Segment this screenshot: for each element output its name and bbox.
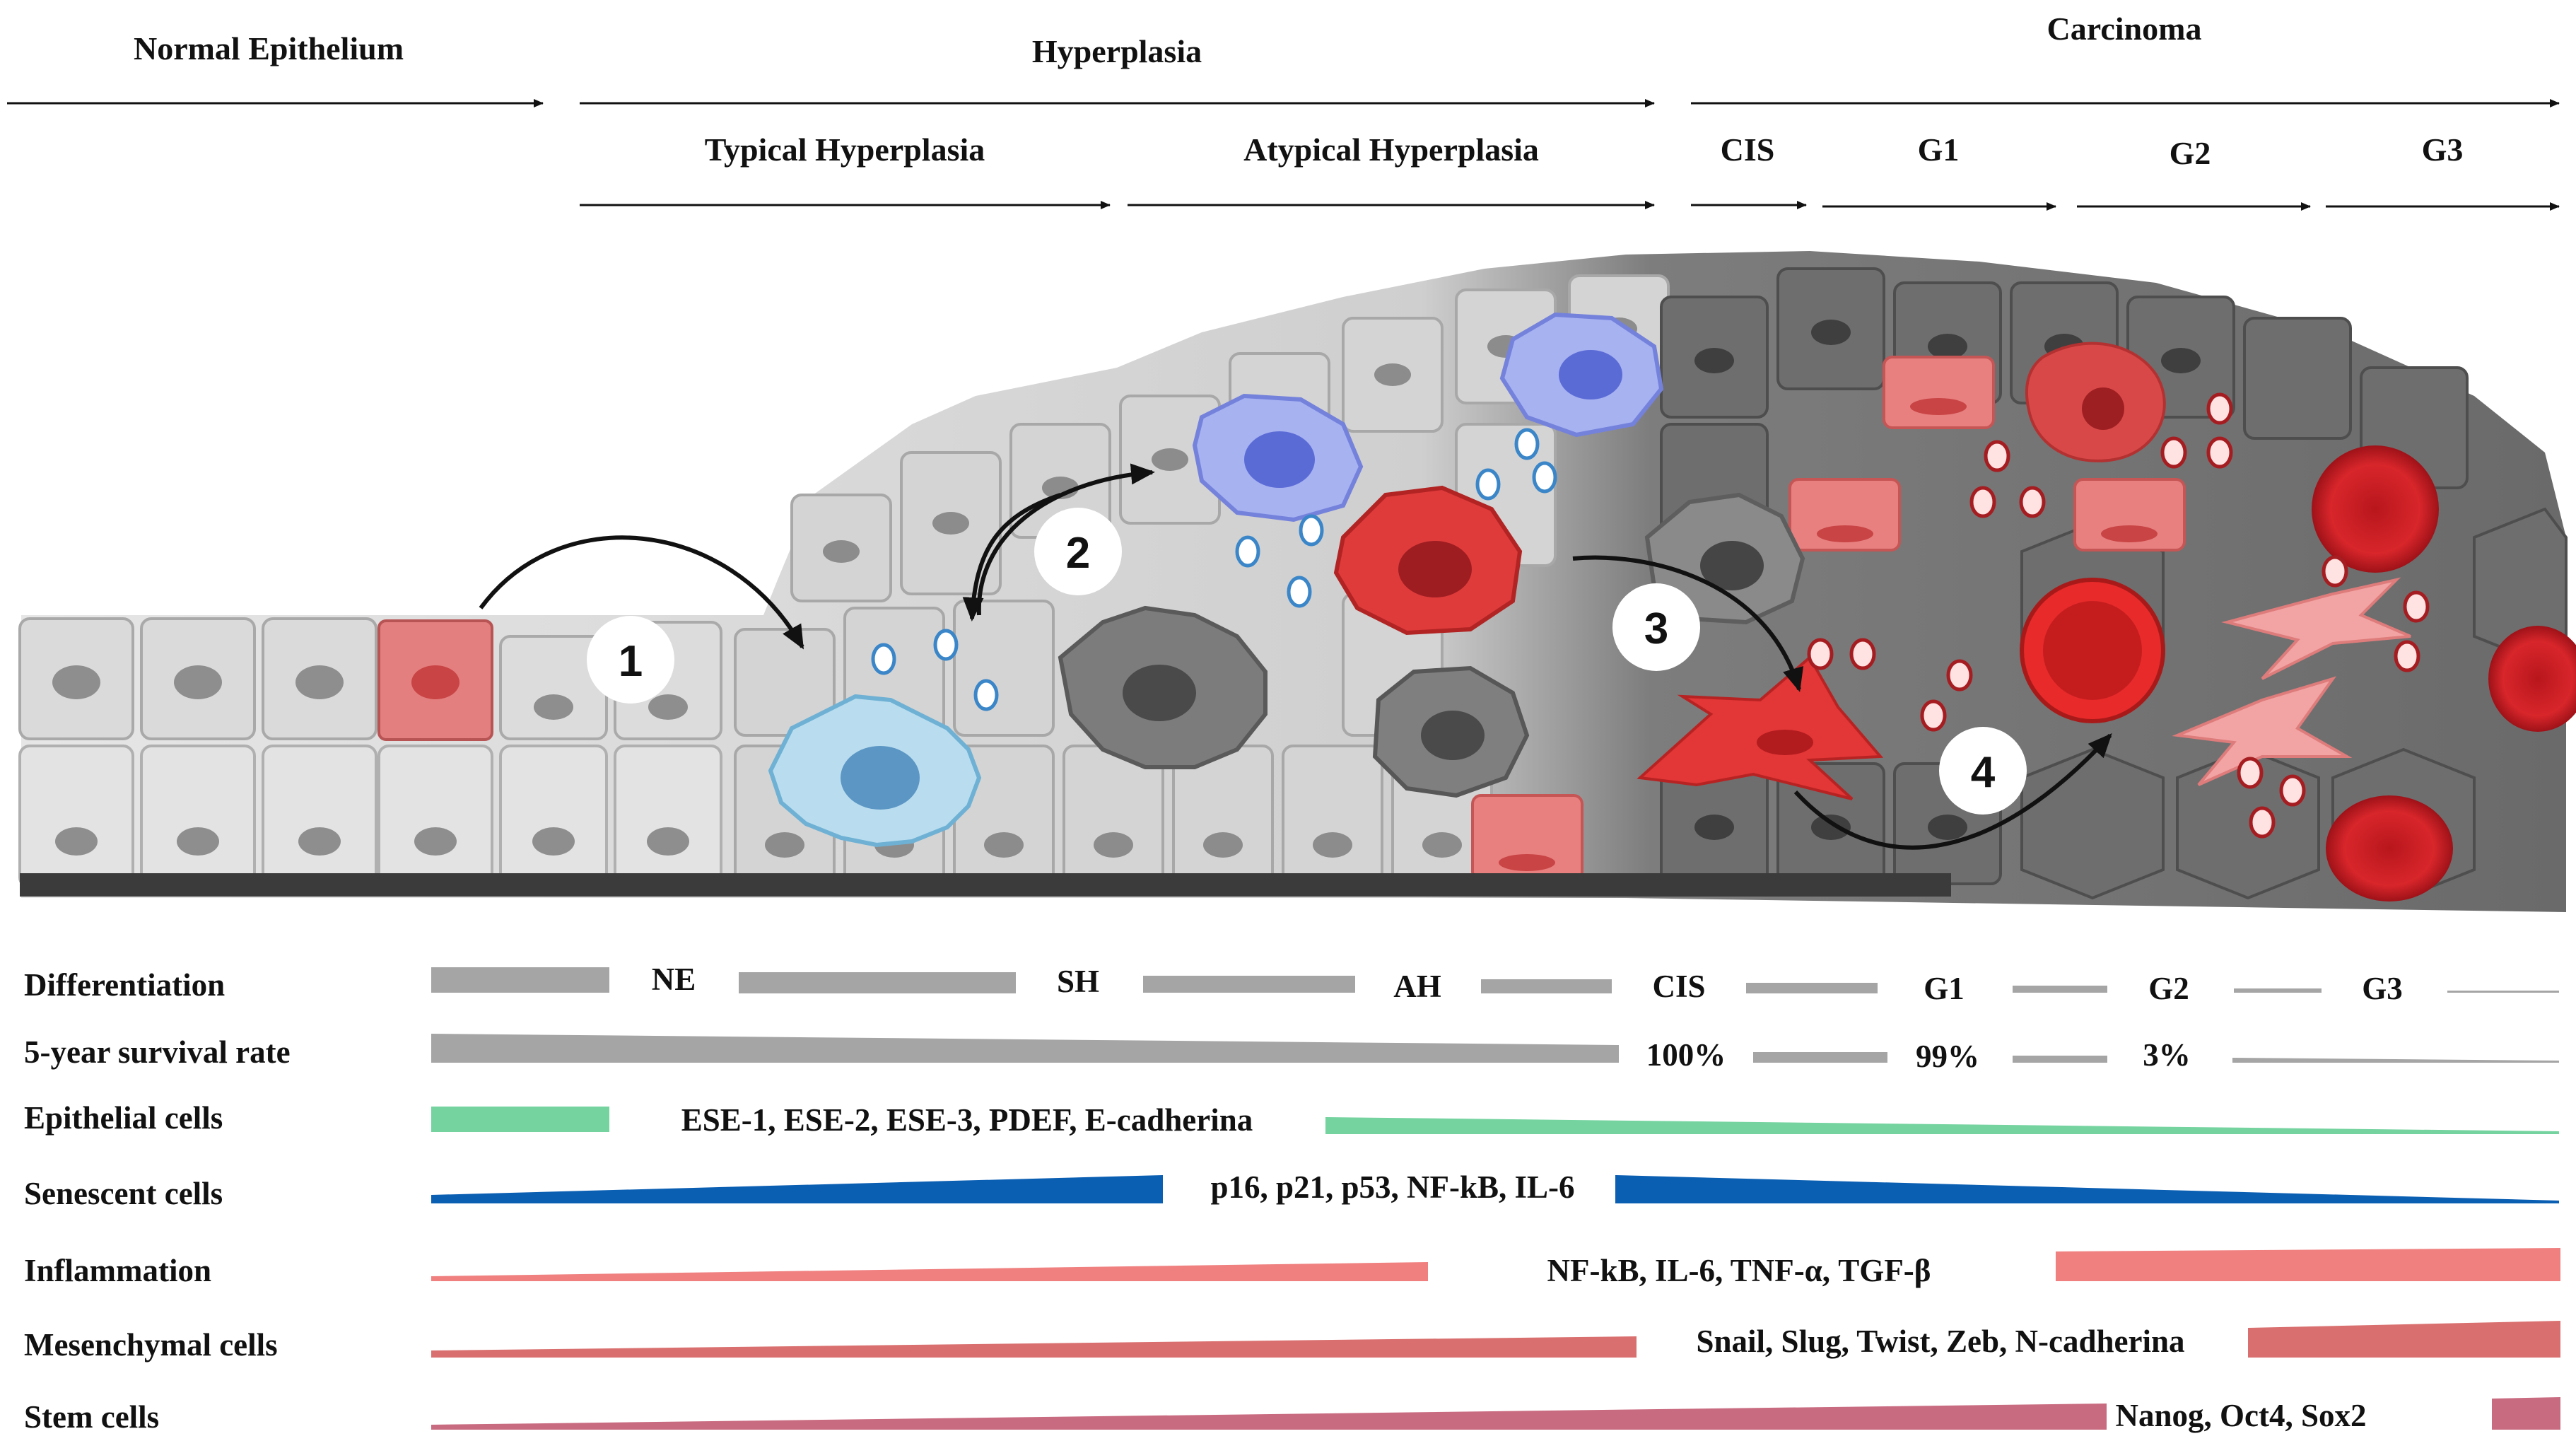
- stage-header: Normal Epithelium Hyperplasia Carcinoma …: [7, 11, 2560, 211]
- step-2-arrow: [976, 463, 1155, 616]
- diff-mark-ne: NE: [652, 962, 696, 997]
- inflammation-markers: NF-kB, IL-6, TNF-α, TGF-β: [1547, 1253, 1931, 1288]
- survival-mark-100: 100%: [1646, 1037, 1726, 1073]
- step-4-arrow: [1793, 733, 2112, 850]
- step-badge-3: 3: [1612, 583, 1700, 671]
- step-badge-2: 2: [1034, 508, 1122, 595]
- diff-mark-cis: CIS: [1652, 969, 1705, 1004]
- hyperplasia-nuclei: [765, 317, 1637, 858]
- row-label-inflammation: Inflammation: [24, 1253, 211, 1288]
- diff-mark-sh: SH: [1057, 964, 1099, 999]
- diff-mark-g3: G3: [2362, 971, 2403, 1006]
- row-label-mesenchymal: Mesenchymal cells: [24, 1327, 278, 1362]
- mesenchymal-markers: Snail, Slug, Twist, Zeb, N-cadherina: [1697, 1324, 2185, 1359]
- step-badge-4: 4: [1939, 727, 2027, 815]
- step-number-2: 2: [1066, 529, 1090, 578]
- basement-membrane: [20, 873, 1951, 897]
- row-inflammation: Inflammation NF-kB, IL-6, TNF-α, TGF-β: [24, 1248, 2560, 1288]
- invasive-mesenchymal-cell: [1637, 655, 1884, 800]
- row-label-survival: 5-year survival rate: [24, 1034, 291, 1070]
- carcinoma-nuclei: [1694, 320, 2201, 840]
- malignant-cells: [1471, 342, 2576, 901]
- stage-normal-epithelium: Normal Epithelium: [134, 30, 404, 66]
- survival-mark-99: 99%: [1916, 1039, 1979, 1074]
- step-number-3: 3: [1644, 605, 1668, 653]
- row-survival-rate: 5-year survival rate 100% 99% 3%: [24, 1034, 2559, 1074]
- row-mesenchymal-cells: Mesenchymal cells Snail, Slug, Twist, Ze…: [24, 1321, 2560, 1362]
- carcinoma-vesicles: [1807, 392, 2430, 839]
- step-badge-1: 1: [587, 616, 674, 704]
- step-3-arrow: [1572, 555, 1804, 692]
- immune-cells: [768, 312, 1805, 848]
- step-2-arrow-back: [962, 493, 1061, 622]
- step-number-4: 4: [1971, 748, 1996, 797]
- stage-typical-hyperplasia: Typical Hyperplasia: [705, 132, 985, 168]
- row-epithelial-cells: Epithelial cells ESE-1, ESE-2, ESE-3, PD…: [24, 1100, 2559, 1138]
- row-label-differentiation: Differentiation: [24, 967, 225, 1003]
- step-number-1: 1: [619, 637, 643, 686]
- survival-mark-3: 3%: [2143, 1037, 2191, 1073]
- row-stem-cells: Stem cells Nanog, Oct4, Sox2: [24, 1397, 2560, 1435]
- diff-mark-g1: G1: [1924, 971, 1965, 1006]
- stage-g1: G1: [1918, 132, 1960, 168]
- epithelial-markers: ESE-1, ESE-2, ESE-3, PDEF, E-cadherina: [681, 1102, 1253, 1138]
- stage-cis: CIS: [1721, 132, 1775, 168]
- stage-atypical-hyperplasia: Atypical Hyperplasia: [1243, 132, 1539, 168]
- senescent-markers: p16, p21, p53, NF-kB, IL-6: [1210, 1169, 1574, 1205]
- stage-hyperplasia: Hyperplasia: [1032, 33, 1202, 69]
- stem-markers: Nanog, Oct4, Sox2: [2115, 1398, 2366, 1433]
- stage-g2: G2: [2170, 135, 2211, 171]
- step-1-arrow: [479, 535, 804, 650]
- tissue-illustration: 1 2 3 4: [18, 251, 2576, 912]
- secreted-vesicles: [871, 428, 1557, 711]
- diff-mark-g2: G2: [2148, 971, 2189, 1006]
- stage-carcinoma: Carcinoma: [2047, 11, 2202, 47]
- diff-mark-ah: AH: [1393, 969, 1441, 1004]
- row-label-senescent: Senescent cells: [24, 1176, 223, 1211]
- row-differentiation: Differentiation NE SH AH CIS G1 G2 G3: [24, 962, 2559, 1006]
- row-label-stem: Stem cells: [24, 1399, 159, 1435]
- stage-g3: G3: [2422, 132, 2464, 168]
- normal-epithelium-cells: [18, 617, 722, 889]
- row-label-epithelial: Epithelial cells: [24, 1100, 223, 1136]
- row-senescent-cells: Senescent cells p16, p21, p53, NF-kB, IL…: [24, 1169, 2559, 1211]
- marker-rows: Differentiation NE SH AH CIS G1 G2 G3 5-…: [24, 962, 2560, 1435]
